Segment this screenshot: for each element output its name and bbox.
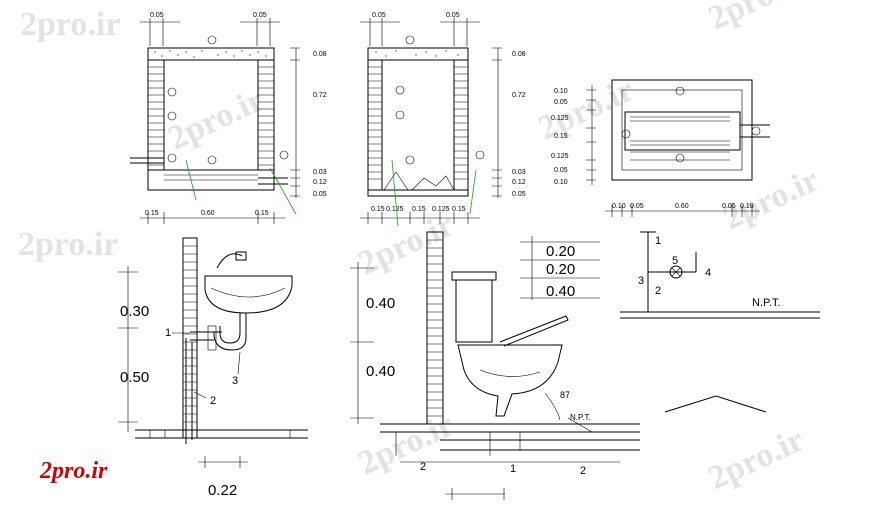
callout-label: 5 [672, 255, 678, 267]
dim-label: 0.72 [512, 92, 526, 99]
dim-label: 0.05 [446, 12, 460, 19]
dim-label: 0.10 [612, 203, 626, 210]
dim-label: 0.05 [630, 203, 644, 210]
dim-label: 0.15 [255, 210, 269, 217]
dim-label: 0.05 [313, 191, 327, 198]
toilet-section: 87 N.P.T. 0.40 0.40 2 1 2 [350, 231, 640, 500]
dim-label: 0.03 [313, 169, 327, 176]
watermark-text: 2pro.ir [703, 0, 810, 37]
watermark-text: 2pro.ir [163, 81, 270, 157]
dim-label: 0.10 [740, 203, 754, 210]
watermark-text: 2pro.ir [533, 71, 640, 147]
dim-label: 0.125 [551, 115, 569, 122]
dim-label: 0.72 [313, 92, 327, 99]
dim-label: 0.22 [208, 482, 237, 499]
watermark-group: 2pro.ir 2pro.ir 2pro.ir 2pro.ir 2pro.ir … [18, 0, 824, 497]
dim-label: 0.10 [554, 88, 568, 95]
callout-label: 2 [210, 395, 216, 407]
angle-label: 87 [560, 390, 570, 400]
dim-label: 0.30 [120, 303, 149, 320]
npt-label: N.P.T. [752, 297, 781, 309]
dim-label: 0.125 [551, 153, 569, 160]
callout-label: 3 [232, 375, 238, 387]
dim-label: 0.05 [554, 99, 568, 106]
callout-label: 2 [420, 461, 426, 473]
dim-label: 0.40 [366, 295, 395, 312]
detail-riser: 0.20 0.20 0.40 1 3 2 5 4 N.P.T. [520, 231, 820, 413]
callout-label: 4 [705, 267, 711, 279]
dim-label: 0.15 [554, 133, 568, 140]
dim-label: 0.03 [512, 169, 526, 176]
dim-label: 0.125 [432, 206, 450, 213]
dim-label: 0.05 [554, 167, 568, 174]
watermark-text: 2pro.ir [18, 226, 118, 263]
watermark-text: 2pro.ir [703, 421, 810, 497]
callout-label: 1 [165, 327, 171, 339]
watermark-text: 2pro.ir [718, 161, 825, 237]
dim-label: 0.15 [145, 210, 159, 217]
dim-label: 0.125 [386, 206, 404, 213]
dim-label: 0.20 [546, 261, 575, 278]
dim-label: 0.10 [554, 179, 568, 186]
callout-label: 2 [655, 285, 661, 297]
dim-label: 0.15 [371, 206, 385, 213]
section-plan-2: 0.05 0.05 0.08 0.72 0.03 0.12 0.05 0.15 … [360, 12, 526, 224]
callout-label: 1 [655, 235, 661, 247]
dim-label: 0.12 [313, 179, 327, 186]
slab-top [147, 47, 275, 61]
callout-label: 1 [510, 463, 516, 475]
dim-label: 0.40 [546, 283, 575, 300]
dim-label: 0.08 [512, 51, 526, 58]
dim-label: 0.50 [120, 369, 149, 386]
dim-label: 0.20 [546, 243, 575, 260]
dim-label: 0.05 [722, 203, 736, 210]
callout-label: 3 [638, 275, 644, 287]
dim-label: 0.60 [675, 203, 689, 210]
callout-label: 2 [580, 465, 586, 477]
dim-label: 0.05 [150, 12, 164, 19]
dim-label: 0.12 [512, 179, 526, 186]
dim-label: 0.05 [372, 12, 386, 19]
dim-label: 0.05 [512, 191, 526, 198]
section-plan-1: 0.05 0.05 0.08 0.72 0.03 0.12 0.05 0.15 … [130, 12, 327, 224]
green-leaders [185, 159, 477, 227]
dim-label: 0.15 [452, 206, 466, 213]
dim-label: 0.05 [253, 12, 267, 19]
sink-section: 0.30 0.50 0.22 1 2 3 [118, 237, 308, 499]
dim-label: 0.15 [412, 206, 426, 213]
dim-label: 0.08 [313, 51, 327, 58]
npt-label: N.P.T. [570, 413, 591, 422]
plan-box: 0.10 0.05 0.125 0.15 0.125 0.05 0.10 0.1… [551, 79, 770, 217]
watermark-text: 2pro.ir [20, 6, 120, 43]
dim-label: 0.40 [366, 363, 395, 380]
brick-wall-left [147, 59, 165, 171]
dim-label: 0.60 [201, 210, 215, 217]
site-logo: 2pro.ir [39, 458, 108, 484]
